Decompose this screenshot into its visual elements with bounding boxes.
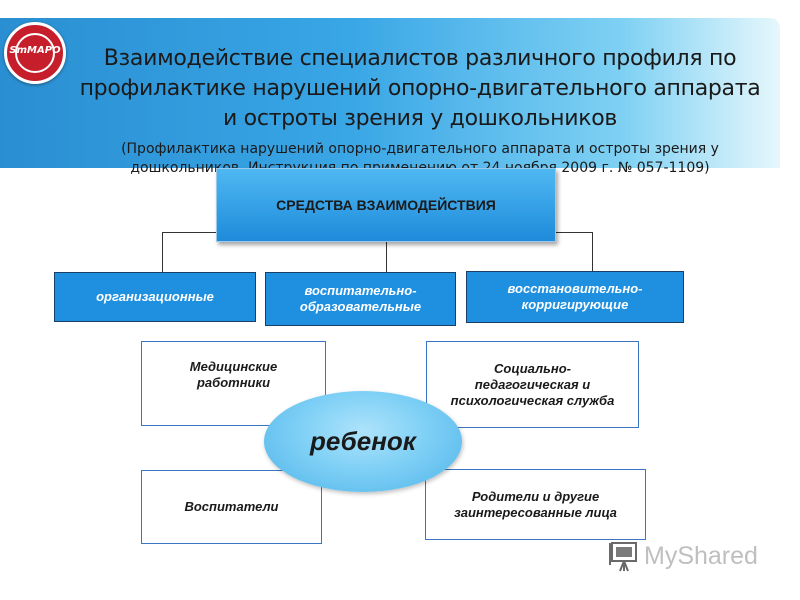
child-ellipse: ребенок <box>264 391 462 492</box>
watermark: MyShared <box>606 538 766 574</box>
academy-logo: SmMAPO <box>4 22 66 84</box>
connector-right-horizontal <box>555 232 592 233</box>
logo-text: SmMAPO <box>9 45 61 56</box>
social-service-box: Социально-педагогическая и психологическ… <box>426 341 639 428</box>
connector-left-horizontal <box>162 232 218 233</box>
organizational-box: организационные <box>54 272 256 322</box>
connector-center-vertical <box>386 242 387 272</box>
parents-box: Родители и другие заинтересованные лица <box>425 469 646 540</box>
slide-title: Взаимодействие специалистов различного п… <box>79 46 761 131</box>
educational-box: воспитательно-образовательные <box>265 272 456 326</box>
means-of-interaction-box: СРЕДСТВА ВЗАИМОДЕЙСТВИЯ <box>216 168 556 242</box>
connector-left-vertical <box>162 232 163 272</box>
connector-right-vertical <box>592 232 593 272</box>
watermark-text: MyShared <box>644 541 758 570</box>
corrective-box: восстановительно-корригирующие <box>466 271 684 323</box>
educators-box: Воспитатели <box>141 470 322 544</box>
title-banner: SmMAPO Взаимодействие специалистов разли… <box>0 18 780 176</box>
presentation-board-icon <box>609 542 637 572</box>
